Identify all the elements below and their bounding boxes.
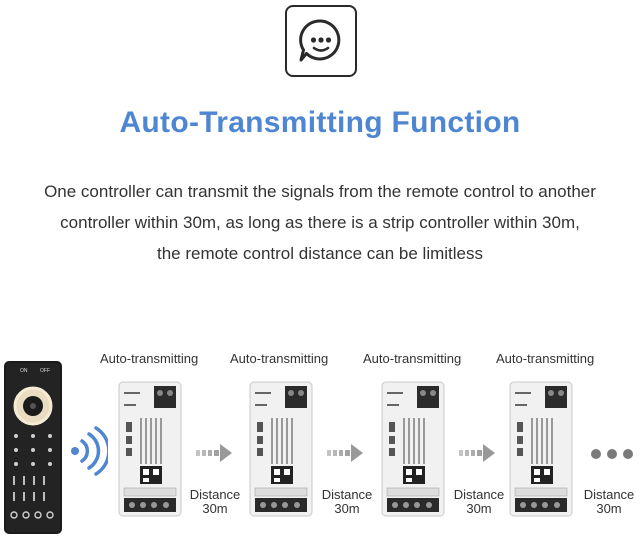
distance-label: Distance 30m [317,488,377,516]
arrow-right-icon [459,444,499,467]
distance-text: Distance [189,487,241,502]
distance-value: 30m [202,501,228,516]
auto-transmitting-label: Auto-transmitting [496,351,595,366]
distance-label: Distance 30m [579,488,639,516]
distance-text: Distance [321,487,373,502]
strip-controller-image [381,380,445,525]
signal-waves-icon [68,425,111,482]
description: One controller can transmit the signals … [20,176,620,269]
chat-bubble-smile-icon [285,5,357,77]
auto-transmitting-label: Auto-transmitting [100,351,199,366]
distance-text: Distance [583,487,635,502]
distance-label: Distance 30m [449,488,509,516]
distance-value: 30m [334,501,360,516]
arrow-right-icon [196,444,236,467]
page-title: Auto-Transmitting Function [119,106,521,139]
distance-text: Distance [453,487,505,502]
auto-transmitting-label: Auto-transmitting [230,351,329,366]
description-line: the remote control distance can be limit… [157,244,483,263]
remote-control-image: ON OFF [3,360,63,535]
distance-label: Distance 30m [185,488,245,516]
auto-transmitting-label: Auto-transmitting [363,351,462,366]
description-line: controller within 30m, as long as there … [60,213,580,232]
remote-off-label: OFF [40,368,50,374]
distance-value: 30m [596,501,622,516]
strip-controller-image [118,380,182,525]
remote-on-label: ON [20,368,28,374]
distance-value: 30m [466,501,492,516]
strip-controller-image [509,380,573,525]
ellipsis-dots-icon [590,447,636,466]
arrow-right-icon [327,444,367,467]
strip-controller-image [249,380,313,525]
description-line: One controller can transmit the signals … [44,182,596,201]
